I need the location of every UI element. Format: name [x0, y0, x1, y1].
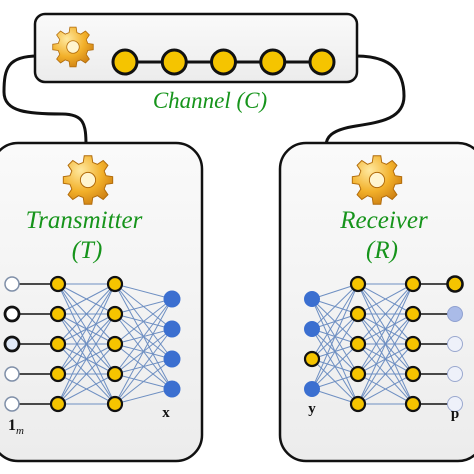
- transmitter-connection: [114, 328, 173, 405]
- channel-title: Channel (C): [153, 88, 267, 113]
- receiver-title: Receiver: [339, 207, 428, 234]
- receiver-connection: [357, 283, 414, 375]
- receiver-node: [404, 365, 422, 383]
- receiver-node: [349, 305, 367, 323]
- transmitter-connection: [114, 298, 173, 315]
- transmitter-connection: [114, 298, 173, 405]
- receiver-box: [278, 141, 474, 463]
- channel-node: [160, 48, 188, 76]
- transmitter-connection: [57, 283, 116, 405]
- transmitter-network: [3, 275, 181, 413]
- receiver-connection: [357, 313, 414, 405]
- transmitter-connection: [114, 283, 173, 300]
- channel-node: [259, 48, 287, 76]
- receiver-node: [349, 275, 367, 293]
- receiver-output-label: p: [451, 406, 459, 422]
- transmitter-node: [3, 335, 21, 353]
- transmitter-node: [163, 320, 181, 338]
- transmitter-input-label: 1m: [8, 417, 24, 437]
- receiver-connection: [357, 373, 414, 405]
- receiver-connection: [357, 283, 414, 315]
- channel-node: [308, 48, 336, 76]
- transmitter-connection: [57, 283, 116, 375]
- transmitter-node: [163, 380, 181, 398]
- transmitter-node: [163, 290, 181, 308]
- receiver-node: [446, 275, 464, 293]
- transmitter-connection: [57, 283, 116, 315]
- transmitter-input-subscript: m: [16, 425, 24, 437]
- receiver-connection: [357, 343, 414, 405]
- channel-node: [111, 48, 139, 76]
- transmitter-node: [4, 366, 20, 382]
- transmitter-connection: [114, 358, 173, 405]
- gear-icon: [351, 155, 403, 205]
- transmitter-connection: [57, 343, 116, 405]
- receiver-node: [447, 366, 463, 382]
- receiver-connection: [311, 283, 359, 390]
- transmitter-box: [0, 141, 204, 463]
- receiver-node: [304, 291, 320, 307]
- transmitter-connection: [57, 283, 116, 345]
- transmitter-node: [163, 350, 181, 368]
- receiver-connection: [357, 283, 414, 405]
- receiver-symbol: (R): [366, 237, 398, 264]
- receiver-node: [349, 395, 367, 413]
- transmitter-connection: [114, 388, 173, 405]
- receiver-node: [447, 306, 463, 322]
- transmitter-node: [4, 276, 20, 292]
- transmitter-output-label: x: [162, 405, 170, 421]
- receiver-connection: [311, 283, 359, 360]
- transmitter-connection: [57, 373, 116, 405]
- receiver-node: [447, 396, 463, 412]
- gear-icon: [62, 155, 114, 205]
- transmitter-node: [49, 365, 67, 383]
- channel-node-chain: [111, 48, 336, 76]
- wire-left: [2, 54, 88, 147]
- receiver-node: [404, 305, 422, 323]
- transmitter-node: [106, 305, 124, 323]
- receiver-node: [304, 381, 320, 397]
- transmitter-connection: [114, 298, 173, 375]
- transmitter-node: [106, 395, 124, 413]
- transmitter-node: [106, 275, 124, 293]
- transmitter-node: [49, 395, 67, 413]
- receiver-input-label: y: [308, 401, 316, 417]
- transmitter-node: [106, 365, 124, 383]
- receiver-connection: [311, 343, 359, 390]
- receiver-network: [303, 275, 464, 413]
- receiver-connection: [311, 283, 359, 330]
- receiver-node: [303, 350, 321, 368]
- gear-icon: [52, 26, 94, 68]
- receiver-node: [447, 336, 463, 352]
- transmitter-node: [4, 396, 20, 412]
- transmitter-node: [3, 305, 21, 323]
- receiver-node: [349, 335, 367, 353]
- transmitter-title: Transmitter: [26, 207, 143, 234]
- receiver-node: [404, 275, 422, 293]
- receiver-node: [349, 365, 367, 383]
- receiver-node: [404, 395, 422, 413]
- transmitter-node: [49, 305, 67, 323]
- transmitter-symbol: (T): [72, 237, 103, 264]
- receiver-connection: [311, 313, 359, 390]
- transmitter-node: [49, 335, 67, 353]
- wire-right: [324, 54, 406, 147]
- transmitter-connection: [57, 313, 116, 405]
- receiver-node: [304, 321, 320, 337]
- channel-node: [210, 48, 237, 76]
- transmitter-connection: [114, 298, 173, 345]
- receiver-node: [404, 335, 422, 353]
- transmitter-node: [49, 275, 67, 293]
- transmitter-node: [106, 335, 124, 353]
- receiver-connection: [357, 283, 414, 345]
